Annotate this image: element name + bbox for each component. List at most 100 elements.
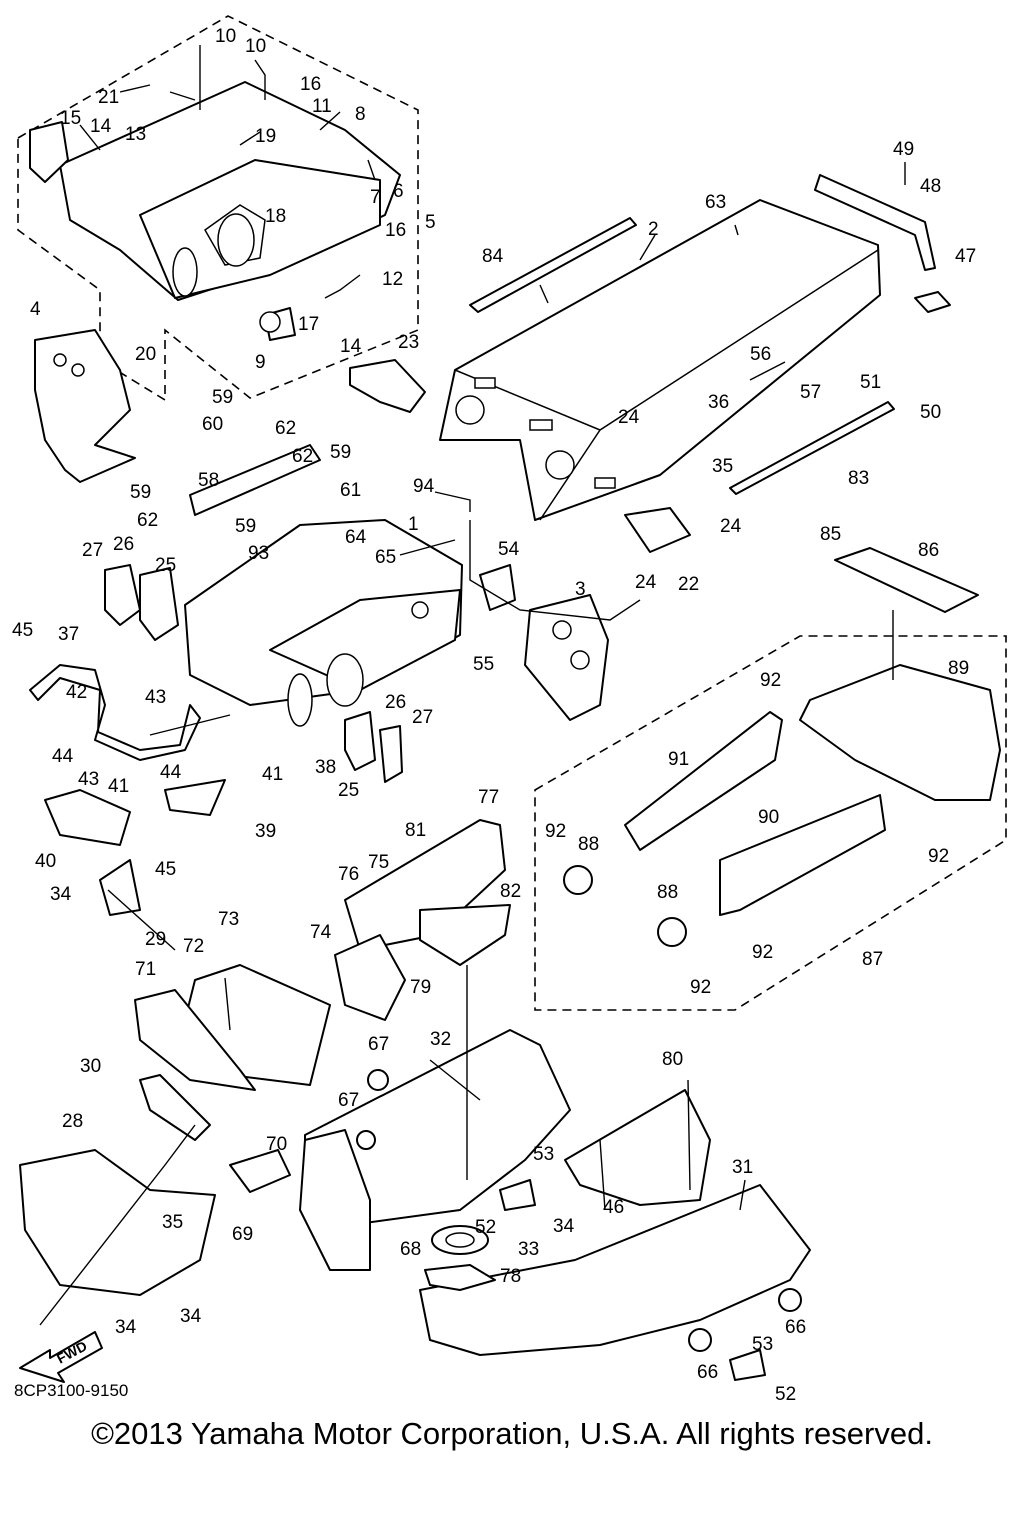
callout-20: 20 [135, 344, 156, 365]
callout-25b: 25 [338, 780, 359, 801]
callout-27a: 27 [82, 540, 103, 561]
panel-71-part [134, 989, 256, 1091]
callout-92b: 92 [545, 821, 566, 842]
cap-47-part [914, 291, 951, 313]
callout-77: 77 [478, 787, 499, 808]
pan-28-part [19, 1149, 216, 1296]
callout-38: 38 [315, 757, 336, 778]
callout-29: 29 [145, 929, 166, 950]
callout-24b: 24 [720, 516, 742, 537]
bar-37-part [29, 664, 201, 761]
fwd-arrow-icon: FWD [19, 1331, 103, 1383]
callout-16a: 16 [300, 74, 321, 95]
callout-40: 40 [35, 851, 56, 872]
callout-60: 60 [202, 414, 223, 435]
callout-71: 71 [135, 959, 156, 980]
callout-26b: 26 [385, 692, 406, 713]
callout-24a: 24 [618, 407, 640, 428]
front-bracket-part [34, 329, 136, 483]
callout-94: 94 [413, 476, 435, 497]
callout-41a: 41 [108, 776, 129, 797]
callout-11: 11 [312, 96, 332, 117]
callout-42: 42 [66, 682, 87, 703]
callout-7: 7 [370, 187, 381, 208]
callout-28: 28 [62, 1111, 83, 1132]
callout-81: 81 [405, 820, 426, 841]
grommet-67-upper-part [367, 1069, 389, 1091]
callout-23: 23 [398, 332, 419, 353]
callout-90: 90 [758, 807, 779, 828]
callout-63: 63 [705, 192, 726, 213]
callout-59b: 59 [330, 442, 351, 463]
main-frame-part [184, 519, 463, 727]
callout-67b: 67 [338, 1090, 359, 1111]
callout-53a: 53 [533, 1144, 554, 1165]
callout-85: 85 [820, 524, 841, 545]
callout-4: 4 [30, 299, 41, 320]
callout-62c: 62 [137, 510, 158, 531]
callout-76: 76 [338, 864, 359, 885]
callout-92e: 92 [690, 977, 711, 998]
callout-10b: 10 [245, 36, 266, 57]
brace-58-part [189, 444, 321, 516]
panel-79-part [419, 904, 511, 966]
front-frame-subassembly [29, 81, 401, 341]
callout-24c: 24 [635, 572, 657, 593]
callout-34a: 34 [50, 884, 72, 905]
strip-86-part [834, 547, 979, 613]
plate-89-part [799, 664, 1001, 801]
callout-18: 18 [265, 206, 286, 227]
callout-88b: 88 [657, 882, 678, 903]
bracket-29-part [99, 859, 141, 916]
grommet-66-left-part [688, 1328, 712, 1352]
callout-45a: 45 [12, 620, 33, 641]
plate-88-upper-part [563, 865, 593, 895]
callout-39: 39 [255, 821, 276, 842]
boot-25-left-part [139, 567, 179, 641]
callout-59c: 59 [130, 482, 151, 503]
callout-27b: 27 [412, 707, 433, 728]
callout-17: 17 [298, 314, 319, 335]
rear-bracket-48-part [814, 174, 936, 271]
strip-83-part [729, 401, 895, 495]
callout-16b: 16 [385, 220, 406, 241]
boot-26-right-part [379, 725, 403, 783]
copyright-notice: ©2013 Yamaha Motor Corporation, U.S.A. A… [91, 1416, 933, 1451]
callout-66a: 66 [785, 1317, 806, 1338]
shield-80-part [564, 1089, 711, 1206]
callout-3: 3 [575, 579, 586, 600]
callout-25a: 25 [155, 555, 176, 576]
callout-72: 72 [183, 936, 204, 957]
bracket-69-part [229, 1149, 291, 1193]
callout-41b: 41 [262, 764, 283, 785]
callout-22: 22 [678, 574, 699, 595]
callout-51: 51 [860, 372, 881, 393]
rail-90-part [719, 794, 886, 916]
grommet-67-lower-part [356, 1130, 376, 1150]
bracket-54-part [479, 564, 516, 611]
callout-48: 48 [920, 176, 941, 197]
callout-36: 36 [708, 392, 729, 413]
callout-79: 79 [410, 977, 431, 998]
callout-75: 75 [368, 852, 389, 873]
callout-67a: 67 [368, 1034, 389, 1055]
callout-53b: 53 [752, 1334, 773, 1355]
callout-83: 83 [848, 468, 869, 489]
callout-8: 8 [355, 104, 366, 125]
strip-84-part [469, 217, 637, 313]
leader-lines [39, 45, 906, 1326]
belly-pan-32-side [299, 1129, 371, 1271]
callout-2: 2 [648, 219, 659, 240]
subassembly-boundary-rear [534, 635, 1007, 1011]
callout-58: 58 [198, 470, 219, 491]
callout-34b: 34 [553, 1216, 575, 1237]
bracket-39-part [164, 779, 226, 816]
callout-52b: 52 [775, 1384, 796, 1405]
callout-46: 46 [603, 1197, 624, 1218]
callout-54: 54 [498, 539, 520, 560]
callout-14a: 14 [90, 116, 112, 137]
callout-15: 15 [60, 108, 81, 129]
callout-66b: 66 [697, 1362, 718, 1383]
bracket-22-part [624, 507, 691, 553]
callout-1: 1 [408, 514, 419, 535]
